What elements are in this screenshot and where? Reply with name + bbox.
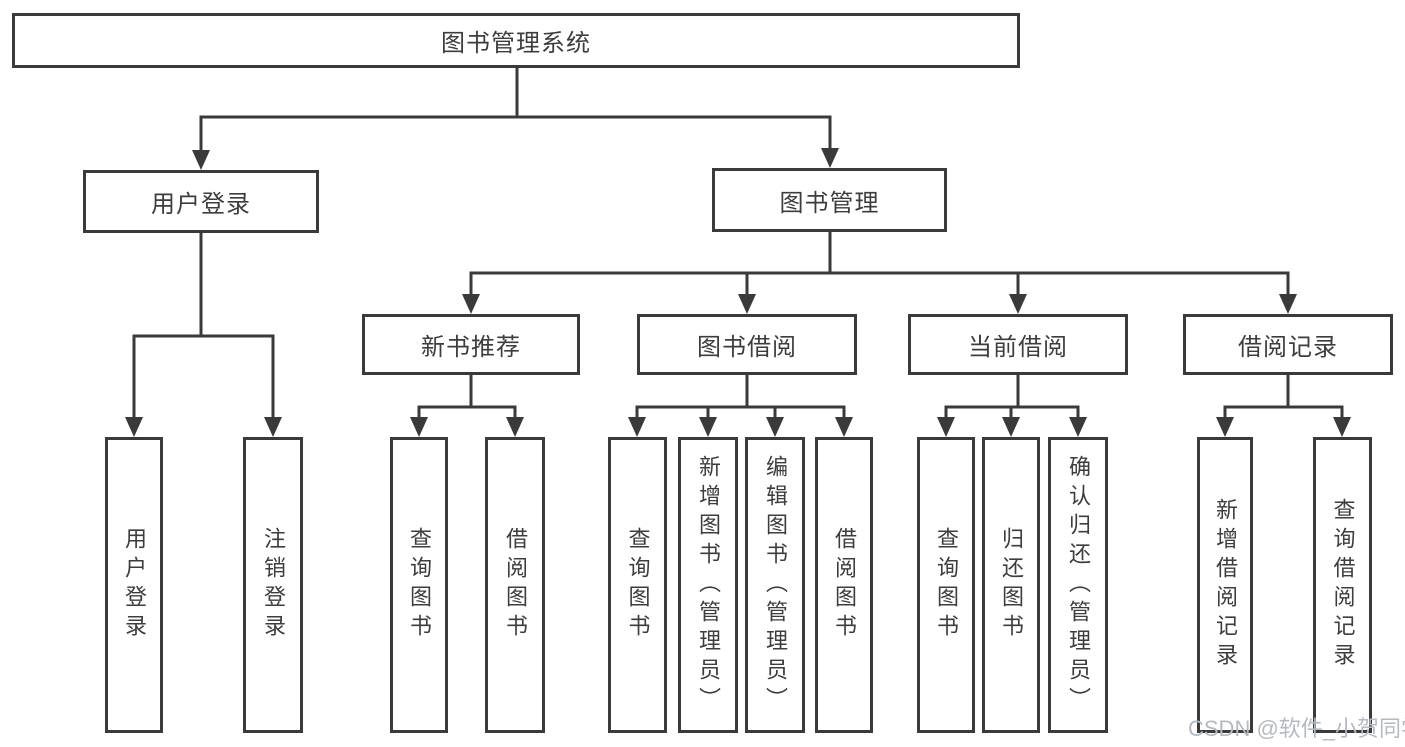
leaf-current-confirm-return-admin: 确认归还（管理员）	[1048, 437, 1108, 733]
node-borrow-records: 借阅记录	[1183, 314, 1393, 375]
leaf-borrow-add-books-admin: 新增图书（管理员）	[678, 437, 738, 733]
leaf-logout: 注销登录	[243, 437, 303, 733]
node-current-borrow: 当前借阅	[908, 314, 1128, 375]
node-root-system: 图书管理系统	[12, 13, 1020, 68]
leaf-borrow-edit-books-admin: 编辑图书（管理员）	[745, 437, 805, 733]
leaf-recommend-borrow-books: 借阅图书	[485, 437, 545, 733]
leaf-records-query-record: 查询借阅记录	[1313, 437, 1372, 733]
node-book-borrow: 图书借阅	[637, 314, 857, 375]
leaf-borrow-query-books: 查询图书	[608, 437, 667, 733]
csdn-watermark: CSDN @软件_小贺同学	[1188, 716, 1405, 741]
node-user-login: 用户登录	[83, 170, 319, 233]
leaf-current-return-books: 归还图书	[982, 437, 1040, 733]
node-book-management: 图书管理	[712, 168, 947, 232]
leaf-current-query-books: 查询图书	[917, 437, 975, 733]
leaf-borrow-borrow-books: 借阅图书	[815, 437, 873, 733]
leaf-user-login: 用户登录	[105, 437, 163, 733]
leaf-recommend-query-books: 查询图书	[390, 437, 448, 733]
leaf-records-add-record: 新增借阅记录	[1197, 437, 1253, 733]
node-new-book-recommend: 新书推荐	[362, 314, 580, 375]
